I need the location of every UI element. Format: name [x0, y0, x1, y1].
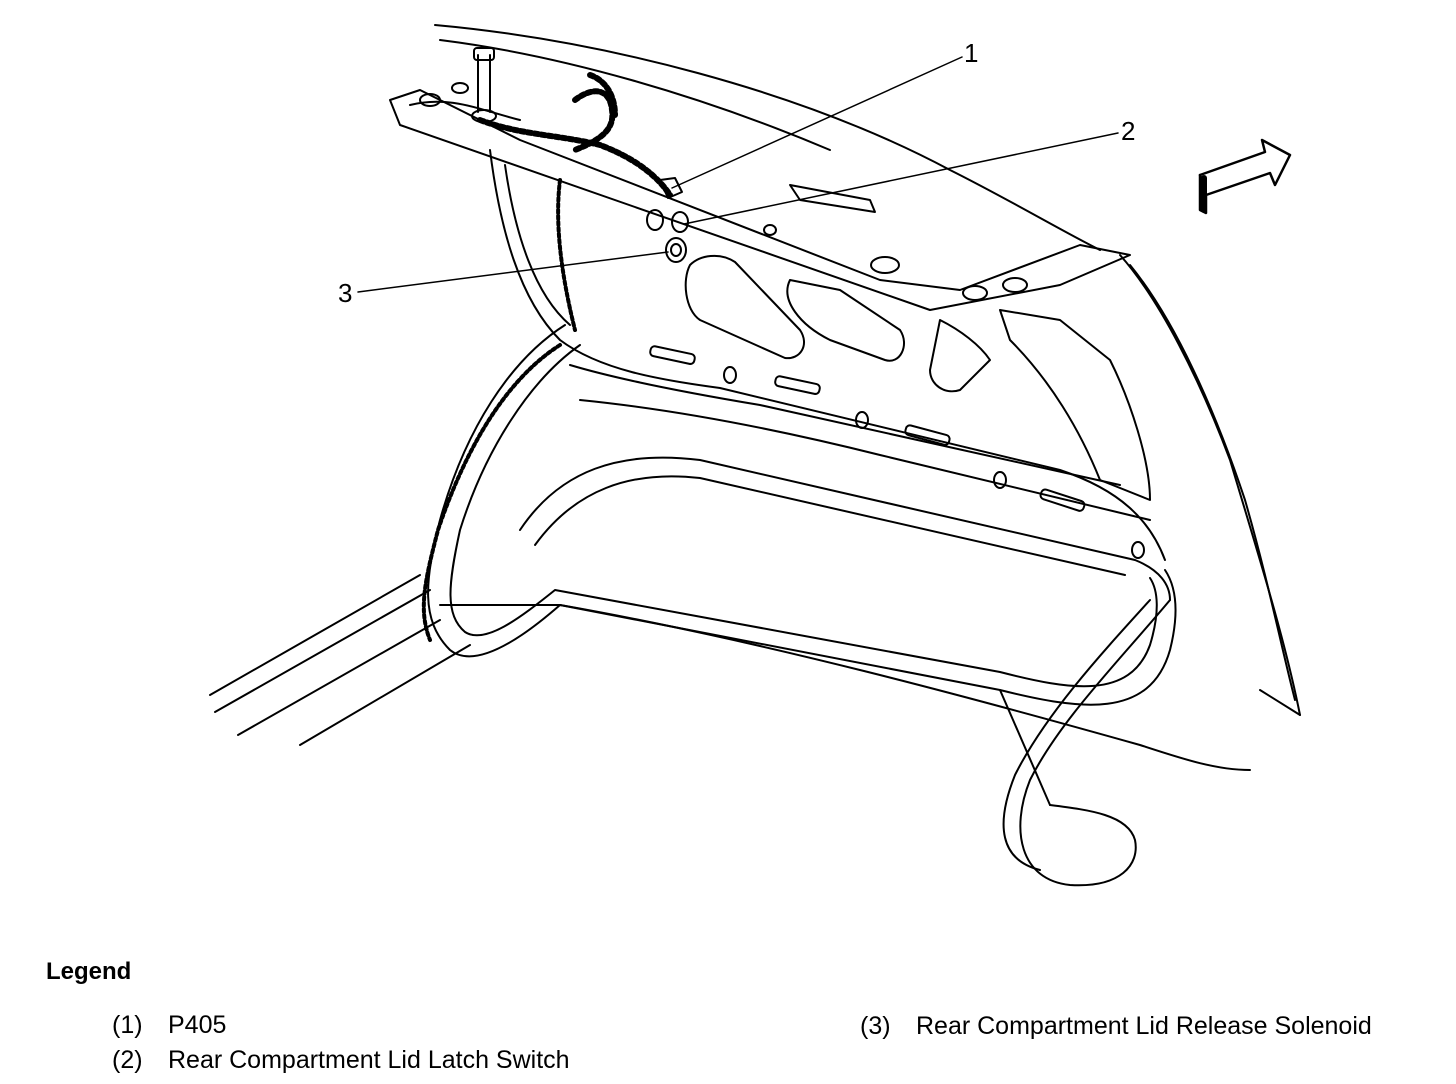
trunk-opening	[519, 456, 1171, 601]
legend-item-label: P405	[168, 1011, 227, 1039]
legend-item-2: (2) Rear Compartment Lid Latch Switch	[112, 1048, 570, 1073]
lid-inner-panel	[489, 149, 1166, 561]
callout-3: 3	[338, 278, 353, 308]
seal-bead-upper	[556, 178, 577, 332]
leader-lines	[357, 56, 1119, 293]
legend-item-3: (3) Rear Compartment Lid Release Solenoid	[860, 1014, 1372, 1039]
callout-2: 2	[1121, 116, 1136, 146]
callout-1: 1	[964, 38, 979, 68]
body-sill-lines	[209, 574, 561, 746]
legend-item-label: Rear Compartment Lid Latch Switch	[168, 1046, 570, 1074]
lid-outer-edge	[1119, 254, 1301, 716]
component-latch-switch	[646, 209, 689, 233]
wiring-harness	[477, 72, 673, 198]
legend-title: Legend	[46, 958, 132, 985]
legend-item-label: Rear Compartment Lid Release Solenoid	[916, 1012, 1372, 1040]
lid-top-flange	[389, 24, 1131, 311]
legend-item-number: (1)	[112, 1011, 143, 1039]
component-release-solenoid	[665, 237, 687, 263]
panel-slots	[649, 345, 1145, 559]
latch-strut	[471, 47, 497, 123]
weatherstrip	[427, 324, 1177, 887]
flange-holes	[419, 82, 1028, 301]
legend-item-number: (3)	[860, 1012, 891, 1040]
legend-item-number: (2)	[112, 1046, 143, 1074]
seal-bead	[421, 343, 562, 642]
forward-arrow-icon	[1198, 138, 1292, 215]
rear-compartment-lid-illustration	[209, 24, 1301, 887]
lid-cutouts	[684, 254, 1151, 501]
component-p405	[659, 177, 683, 199]
legend-item-1: (1) P405	[112, 1013, 226, 1038]
